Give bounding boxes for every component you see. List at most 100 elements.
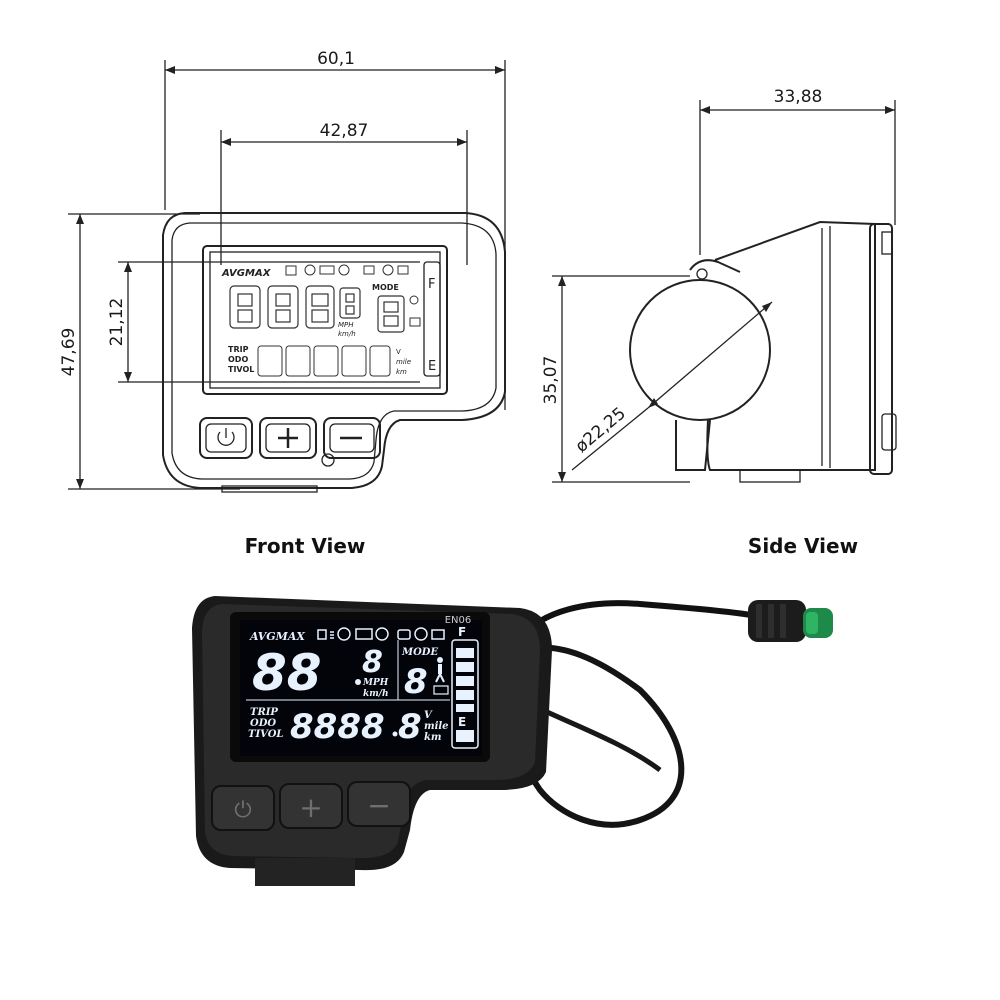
tivol-label: TIVOL <box>248 729 283 740</box>
front-housing-outline <box>162 212 506 489</box>
side-height-label: 35,07 <box>541 356 561 405</box>
power-icon: ⏻ <box>234 798 251 823</box>
dimension-total-width: 60,1 <box>164 49 506 410</box>
dimension-side-depth: 33,88 <box>699 87 896 255</box>
front-mount-tab <box>221 485 318 493</box>
screen-width-label: 42,87 <box>320 121 369 141</box>
front-lcd-kmh: km/h <box>338 330 356 338</box>
front-lcd-tivol: TIVOL <box>228 365 254 374</box>
speed-decimal-digit: 8 <box>362 645 383 680</box>
mode-label: MODE <box>401 647 438 658</box>
dimension-side-height: 35,07 <box>541 275 690 483</box>
side-view-caption: Side View <box>748 534 858 558</box>
lcd-screen <box>240 620 482 756</box>
front-button-minus <box>323 417 381 459</box>
battery-segment-3 <box>456 676 474 686</box>
front-lcd-v: V <box>396 348 401 356</box>
headlight-beam-icon <box>330 631 334 639</box>
walk-assist-icon <box>435 657 445 683</box>
headlight-icon <box>317 629 327 640</box>
side-view-drawing: 33,88 35,07 ø22,25 <box>541 87 897 483</box>
model-label: EN06 <box>445 615 472 626</box>
odometer-decimal-point <box>392 731 398 737</box>
front-lcd-status-icons <box>285 264 409 276</box>
side-clamp-ring <box>629 279 771 421</box>
front-lcd-full: F <box>428 277 435 292</box>
side-front-panel <box>869 223 893 475</box>
side-depth-label: 33,88 <box>774 87 823 107</box>
power-button[interactable]: ⏻ <box>211 785 275 831</box>
front-lcd-km: km <box>396 368 407 376</box>
front-power-icon <box>217 431 235 446</box>
front-screen-frame <box>202 245 448 395</box>
front-lcd-brand: AVGMAX <box>221 268 272 279</box>
cable-connector <box>748 600 806 642</box>
display-mount <box>255 858 355 886</box>
front-button-plus <box>259 417 317 459</box>
front-view-drawing: 60,1 42,87 47,69 21,12 <box>59 49 506 493</box>
battery-status-icon <box>355 628 373 640</box>
kmh-label: km/h <box>363 689 389 699</box>
product-photo: EN06 AVGMAX 88 8 MPH km/h MODE 8 <box>192 596 833 886</box>
mode-digit: 8 <box>404 662 428 702</box>
plus-icon: + <box>299 791 322 824</box>
error-icon <box>414 627 428 641</box>
mph-label: MPH <box>362 678 389 688</box>
cruise-icon <box>397 629 411 640</box>
front-lcd-mode: MODE <box>372 283 399 292</box>
motor-icon <box>433 685 449 695</box>
side-clamp-top <box>689 259 741 273</box>
front-lcd-mode-icons <box>409 295 421 327</box>
total-width-label: 60,1 <box>317 49 355 69</box>
km-label: km <box>424 732 442 743</box>
side-panel-top-notch <box>881 231 893 255</box>
side-body-outline <box>706 220 876 471</box>
front-lcd-odo: ODO <box>228 355 248 364</box>
front-lcd-mph: MPH <box>338 321 354 329</box>
brake-icon <box>375 627 389 641</box>
lcd-status-icons <box>317 627 445 641</box>
cable-upper <box>517 600 769 642</box>
speedometer-icon <box>337 627 351 641</box>
dimension-total-height: 47,69 <box>59 213 240 490</box>
front-housing-inner-outline <box>171 222 497 480</box>
minus-icon: − <box>367 789 390 822</box>
side-clamp-foot <box>675 419 711 471</box>
front-lcd-speed-digits <box>229 285 405 333</box>
battery-segment-4 <box>456 690 474 700</box>
dimension-screen-height: 21,12 <box>107 261 420 383</box>
front-lcd-mile: mile <box>396 358 411 366</box>
battery-full-label: F <box>458 625 466 639</box>
minus-button[interactable]: − <box>347 781 411 827</box>
dimension-side-diameter: ø22,25 <box>571 301 773 471</box>
front-lcd-trip: TRIP <box>228 345 249 354</box>
odo-label: ODO <box>250 718 276 729</box>
side-mount-tab <box>739 469 801 483</box>
odometer-decimal-digit: 8 <box>398 707 422 747</box>
side-body-step <box>821 226 831 468</box>
battery-empty-label: E <box>458 715 466 729</box>
side-clamp-screw <box>696 268 708 280</box>
odometer-digits: 8888 <box>290 707 385 747</box>
usb-icon <box>431 629 445 640</box>
plus-button[interactable]: + <box>279 783 343 829</box>
total-height-label: 47,69 <box>59 328 79 377</box>
battery-segment-5 <box>456 704 474 712</box>
front-button-power <box>199 417 253 459</box>
lcd-brand: AVGMAX <box>249 630 305 643</box>
front-lcd-battery <box>423 261 441 377</box>
mile-label: mile <box>424 721 449 732</box>
battery-segment-6 <box>456 730 474 742</box>
speed-digits: 88 <box>252 644 322 702</box>
dimension-screen-width: 42,87 <box>220 121 468 265</box>
front-view-caption: Front View <box>245 534 366 558</box>
volt-label: V <box>424 710 433 721</box>
screen-height-label: 21,12 <box>107 298 127 347</box>
front-lcd-odometer-digits <box>257 345 391 377</box>
speed-decimal-point <box>355 679 361 685</box>
trip-label: TRIP <box>250 707 278 718</box>
front-screw <box>321 453 335 467</box>
battery-segment-2 <box>456 662 474 672</box>
